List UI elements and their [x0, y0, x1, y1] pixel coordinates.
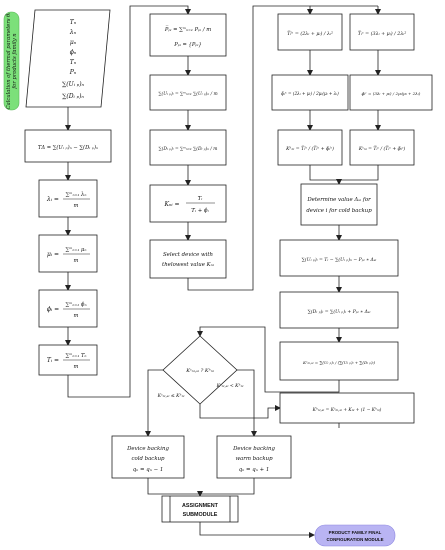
- col2-box-sumU: ∑(Uᵢ ₚ)ᵢ = ∑ᵐₙ₌₁ ∑(Uᵢ ₚ)ₙ / m: [149, 74, 227, 111]
- cold-backup-box: Device backing cold backup qₙ = qₙ − 1: [111, 435, 185, 479]
- col4-box-K-cold: Kᶜₙᵢ = T̅ᵢᶜ / (T̅ᵢᶜ + ϕ̅ᵢᶜ): [349, 129, 415, 166]
- K-den: Tᵢ + ϕᵢ: [191, 208, 208, 214]
- col3-box-K-hot: Kʰₙᵢ = T̅ᵢʰ / (T̅ᵢʰ + ϕ̅ᵢʰ): [277, 129, 343, 166]
- sumU-formula: ∑(Uᵢ ₚ)ᵢ = ∑ᵐₙ₌₁ ∑(Uᵢ ₚ)ₙ / m: [158, 91, 217, 97]
- assignment-line1: ASSIGNMENT: [182, 503, 219, 509]
- phi-lhs: ϕᵢ =: [47, 306, 59, 313]
- warm-backup-box: Device backing warm backup qₙ = qₙ + 1: [216, 435, 292, 479]
- K-cold-formula: Kᶜₙᵢ = T̅ᵢᶜ / (T̅ᵢᶜ + ϕ̅ᵢᶜ): [358, 144, 406, 152]
- side-label-pill: [3, 11, 20, 111]
- col34-box-determine: Determine value Δₛᵢ for device i for col…: [300, 183, 378, 226]
- P-avg: P̅ₚᵢ = ∑ᵐₙ₌₁ Pₚᵢ / m: [164, 25, 211, 33]
- col4-box-phi-cold: ϕ̅ᵢᶜ = (3λᵢ + μᵢ) / 2μᵢ(μᵢ + 2λᵢ): [349, 74, 433, 111]
- side-label-line1: Calculation of thermal parameters θᵢ: [6, 13, 12, 110]
- cold-line1: Device backing: [126, 446, 169, 452]
- side-label-line2: for products family n: [12, 33, 18, 89]
- col34-box-Kc: Kᶜₙᵢ,ₛᵢ = ∑(Uᵢ ₚ)ᵢ / (∑(Uᵢ ₚ)ᵢ + ∑(Dᵢ ₚ)…: [279, 341, 399, 381]
- determine-line1: Determine value Δₛᵢ for: [306, 197, 371, 203]
- T-den: m: [74, 364, 79, 370]
- col1-box-phi: ϕᵢ = ∑ᵐₙ₌₁ ϕₙ m: [38, 289, 98, 328]
- connectors: [65, 5, 381, 538]
- col4-box-T-cold: T̅ᵢᶜ = (3λᵢ + μᵢ) / 2λᵢ²: [349, 13, 415, 51]
- cold-eq: qₙ = qₙ − 1: [133, 467, 164, 473]
- decision-right-label: Kᶜₙᵢ,ₛᵢ < Kʰₙᵢ: [216, 383, 244, 389]
- T-num: ∑ᵐₙ₌₁ Tₙ: [65, 353, 86, 359]
- tdelta-formula: TΔ = ∑(Uᵢ ₚ)ₙ − ∑(Dᵢ ₚ)ₙ: [38, 144, 98, 151]
- input-lambda: λₙ: [69, 29, 77, 36]
- T-hot-formula: T̅ᵢʰ = (2λᵢ + μᵢ) / λᵢ²: [287, 29, 333, 37]
- col34-Kc-formula: Kᶜₙᵢ,ₛᵢ = ∑(Uᵢ ₚ)ᵢ / (∑(Uᵢ ₚ)ᵢ + ∑(Dᵢ ₚ)…: [302, 360, 375, 365]
- input-parallelogram: [25, 9, 111, 108]
- lambda-num: ∑ᵐₙ₌₁ λₙ: [66, 192, 87, 198]
- col34-box-sumU: ∑(Uᵢ ₚ)ᵢ = Tᵢ − ∑(Uᵢ ₚ)ₙ − Pₚᵢ ∗ Δₛᵢ: [279, 239, 399, 277]
- mu-num: ∑ᵐₙ₌₁ μₙ: [66, 247, 87, 253]
- col34-sumD-formula: ∑(Dᵢ ₚ)ᵢ = ∑(Uᵢ ₚ)ᵢ + Pₚᵢ ∗ Δₛᵢ: [308, 308, 371, 315]
- decision-diamond: Kᶜₙᵢ,ₛᵢ ? Kʰₙᵢ Kᶜₙᵢ,ₛᵢ ≤ Kʰₙᵢ Kᶜₙᵢ,ₛᵢ < …: [157, 335, 244, 405]
- T-cold-formula: T̅ᵢᶜ = (3λᵢ + μᵢ) / 2λᵢ²: [358, 29, 407, 37]
- col34-box-sumD: ∑(Dᵢ ₚ)ᵢ = ∑(Uᵢ ₚ)ᵢ + Pₚᵢ ∗ Δₛᵢ: [279, 291, 399, 329]
- mu-lhs: μᵢ =: [47, 251, 59, 258]
- decision-center: Kᶜₙᵢ,ₛᵢ ? Kʰₙᵢ: [185, 368, 214, 374]
- warm-line1: Device backing: [232, 446, 275, 452]
- T-lhs: Tᵢ =: [47, 357, 59, 364]
- final-line1: PRODUCT FAMILY FINAL: [329, 530, 382, 535]
- col34-box-Kh: Kʰₙᵢ,ₛᵢ = Kᶜₙᵢ,ₛᵢ + Kₙᵢ + (1 − Kʰₙᵢ): [279, 392, 415, 424]
- P-set: Pₚᵢ = {Pₚᵢ}: [173, 42, 201, 48]
- select-line1: Select device with: [163, 252, 213, 258]
- phi-cold-formula: ϕ̅ᵢᶜ = (3λᵢ + μᵢ) / 2μᵢ(μᵢ + 2λᵢ): [361, 91, 420, 96]
- lambda-den: m: [74, 203, 79, 209]
- input-phi: ϕₙ: [70, 49, 77, 56]
- phi-hot-formula: ϕ̅ᵢʰ = (2λᵢ + μᵢ) / 2μᵢ(μᵢ + λᵢ): [281, 91, 339, 96]
- final-line2: CONFIGURATION MODULE: [327, 537, 384, 542]
- K-hot-formula: Kʰₙᵢ = T̅ᵢʰ / (T̅ᵢʰ + ϕ̅ᵢʰ): [285, 144, 334, 152]
- col2-box-K: Kₙᵢ = Tᵢ Tᵢ + ϕᵢ: [149, 184, 227, 223]
- col3-box-T-hot: T̅ᵢʰ = (2λᵢ + μᵢ) / λᵢ²: [277, 13, 343, 51]
- cold-line2: cold backup: [131, 456, 165, 462]
- decision-left-label: Kᶜₙᵢ,ₛᵢ ≤ Kʰₙᵢ: [157, 393, 185, 399]
- col34-sumU-formula: ∑(Uᵢ ₚ)ᵢ = Tᵢ − ∑(Uᵢ ₚ)ₙ − Pₚᵢ ∗ Δₛᵢ: [302, 256, 377, 263]
- sumD-formula: ∑(Dᵢ ₚ)ᵢ = ∑ᵐₙ₌₁ ∑(Dᵢ ₚ)ₙ / m: [159, 146, 218, 152]
- input-sumU: ∑(Uᵢ ₚ)ₙ: [62, 81, 85, 88]
- warm-line2: warm backup: [235, 456, 273, 462]
- input-T: Tₙ: [70, 19, 77, 26]
- input-mu: μₙ: [70, 39, 77, 46]
- select-line2: thelowest value Kₙᵢ: [162, 262, 214, 268]
- col2-box-sumD: ∑(Dᵢ ₚ)ᵢ = ∑ᵐₙ₌₁ ∑(Dᵢ ₚ)ₙ / m: [149, 129, 227, 166]
- phi-den: m: [74, 313, 79, 319]
- col34-Kh-formula: Kʰₙᵢ,ₛᵢ = Kᶜₙᵢ,ₛᵢ + Kₙᵢ + (1 − Kʰₙᵢ): [312, 407, 382, 413]
- lambda-lhs: λᵢ =: [46, 196, 59, 203]
- mu-den: m: [74, 258, 79, 264]
- side-label: Calculation of thermal parameters θᵢ for…: [3, 11, 20, 111]
- col3-box-phi-hot: ϕ̅ᵢʰ = (2λᵢ + μᵢ) / 2μᵢ(μᵢ + λᵢ): [271, 74, 349, 111]
- determine-line2: device i for cold backup: [306, 208, 372, 214]
- col1-box-mu: μᵢ = ∑ᵐₙ₌₁ μₙ m: [38, 234, 98, 273]
- warm-eq: qₙ = qₙ + 1: [239, 467, 270, 473]
- col1-box-lambda: λᵢ = ∑ᵐₙ₌₁ λₙ m: [38, 179, 98, 218]
- input-T2: Tₙ: [70, 59, 77, 66]
- col2-box-P: P̅ₚᵢ = ∑ᵐₙ₌₁ Pₚᵢ / m Pₚᵢ = {Pₚᵢ}: [149, 13, 227, 57]
- col1-box-tdelta: TΔ = ∑(Uᵢ ₚ)ₙ − ∑(Dᵢ ₚ)ₙ: [24, 129, 112, 163]
- assignment-submodule: ASSIGNMENT SUBMODULE: [161, 495, 239, 523]
- input-P: Pₙ: [69, 69, 77, 76]
- final-module: PRODUCT FAMILY FINAL CONFIGURATION MODUL…: [314, 524, 396, 547]
- col2-box-select: Select device with thelowest value Kₙᵢ: [149, 239, 227, 279]
- input-sumD: ∑(Dᵢ ₚ)ₙ: [62, 93, 84, 100]
- col1-box-T: Tᵢ = ∑ᵐₙ₌₁ Tₙ m: [38, 344, 98, 376]
- K-lhs: Kₙᵢ =: [163, 201, 179, 208]
- phi-num: ∑ᵐₙ₌₁ ϕₙ: [65, 302, 86, 308]
- K-num: Tᵢ: [198, 196, 203, 202]
- assignment-line2: SUBMODULE: [183, 512, 218, 518]
- input-parameters: Tₙ λₙ μₙ ϕₙ Tₙ Pₙ ∑(Uᵢ ₚ)ₙ ∑(Dᵢ ₚ)ₙ: [25, 9, 111, 108]
